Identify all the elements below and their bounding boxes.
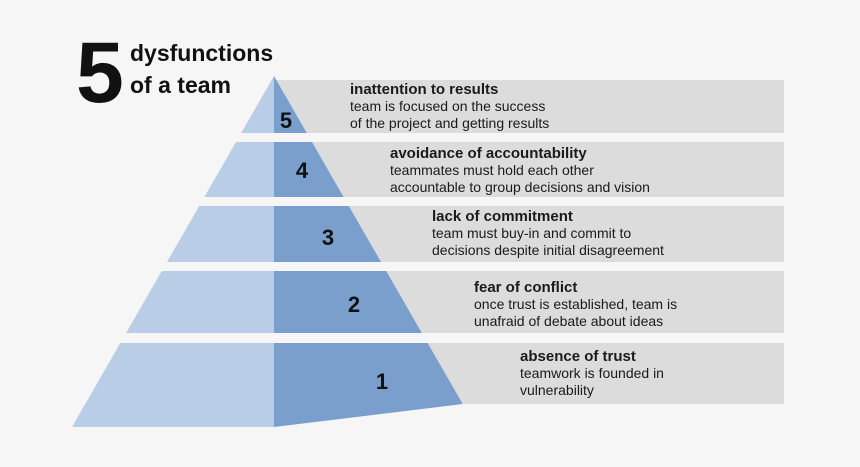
tier-heading: absence of trust xyxy=(520,348,636,365)
tier-5-number: 5 xyxy=(279,108,293,133)
tier-heading: avoidance of accountability xyxy=(390,145,587,162)
tier-1-number: 1 xyxy=(375,369,389,394)
tier-description-line-1: teamwork is founded in xyxy=(520,365,664,381)
tier-2-number: 2 xyxy=(347,292,361,317)
tier-3-left-face xyxy=(166,206,274,262)
tier-4-banner xyxy=(311,142,784,197)
tier-4-right-face xyxy=(274,142,344,197)
tier-3-banner xyxy=(348,206,784,262)
tier-description-line-2: unafraid of debate about ideas xyxy=(474,313,664,329)
tier-1-right-face xyxy=(274,343,463,427)
tier-2-right-face xyxy=(274,271,422,333)
tier-heading: fear of conflict xyxy=(474,279,578,296)
tier-3-number: 3 xyxy=(321,225,335,250)
tier-description-line-1: team must buy-in and commit to xyxy=(432,225,632,241)
title-number: 5 xyxy=(76,25,124,121)
tier-4-number: 4 xyxy=(295,158,309,183)
tier-description-line-2: vulnerability xyxy=(520,382,594,398)
tier-1-banner xyxy=(427,343,784,404)
title-line-1: dysfunctions xyxy=(130,40,274,66)
tier-description-line-2: accountable to group decisions and visio… xyxy=(390,179,650,195)
tier-4-left-face xyxy=(204,142,274,197)
tier-description-line-2: decisions despite initial disagreement xyxy=(432,242,664,258)
title-line-2: of a team xyxy=(130,72,231,98)
tier-heading: lack of commitment xyxy=(432,208,573,225)
tier-5-left-face xyxy=(241,76,274,133)
tier-2-banner xyxy=(386,271,784,333)
tier-description-line-1: team is focused on the success xyxy=(350,98,546,114)
tier-description-line-1: teammates must hold each other xyxy=(390,162,594,178)
tier-3-right-face xyxy=(274,206,382,262)
tier-heading: inattention to results xyxy=(350,81,499,98)
tier-5-banner xyxy=(276,80,784,133)
tier-description-line-2: of the project and getting results xyxy=(350,115,550,131)
tier-2-left-face xyxy=(126,271,274,333)
tier-description-line-1: once trust is established, team is xyxy=(474,296,678,312)
tier-5-right-face xyxy=(274,76,307,133)
tier-1-left-face xyxy=(72,343,274,427)
